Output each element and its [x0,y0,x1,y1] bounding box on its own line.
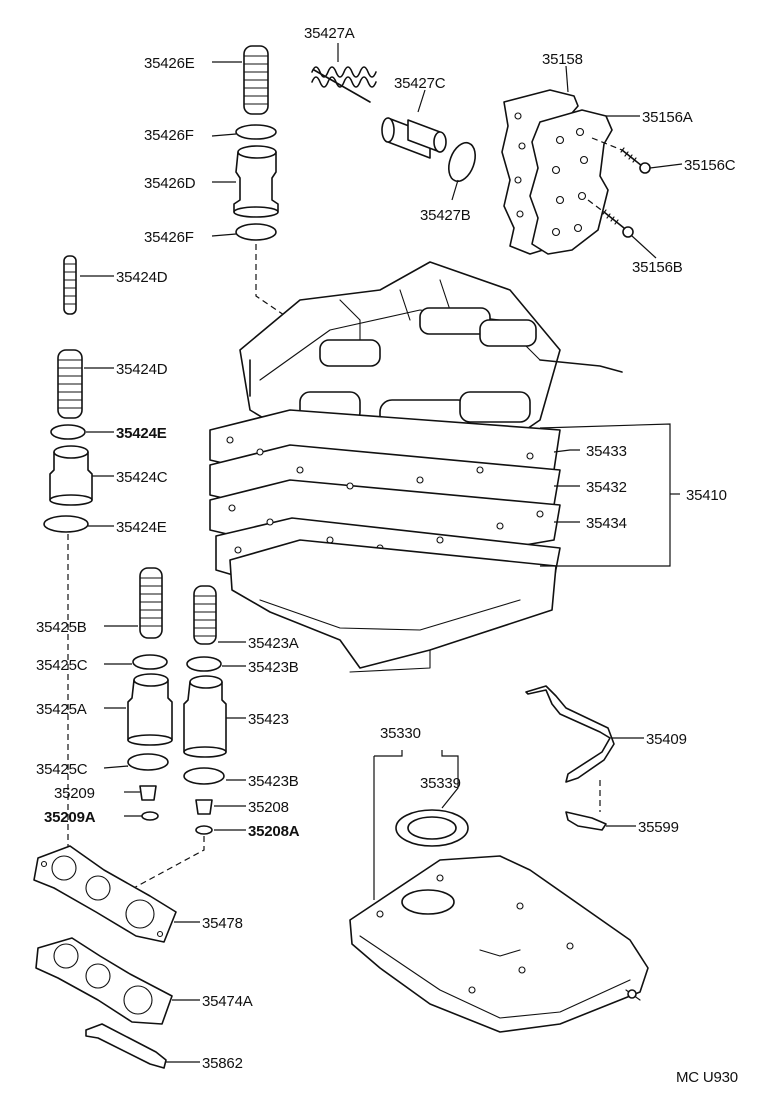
gasket-35478 [33,845,177,943]
o-ring-35427b [448,141,476,183]
clip-35599 [565,811,607,831]
label-35426d: 35426D [144,175,196,192]
o-ring-35426f-bottom [235,223,277,241]
label-35424e-bottom: 35424E [116,519,167,536]
label-35599: 35599 [638,819,679,836]
label-35425c-bottom: 35425C [36,761,88,778]
label-35423b-bottom: 35423B [248,773,299,790]
label-35427b: 35427B [420,207,471,224]
label-35423a: 35423A [248,635,299,652]
spring-35424d-top [63,255,77,315]
label-35158: 35158 [542,51,583,68]
label-35409: 35409 [646,731,687,748]
label-35208: 35208 [248,799,289,816]
label-35424d-top: 35424D [116,269,168,286]
label-35424d-mid: 35424D [116,361,168,378]
label-35426f-top: 35426F [144,127,194,144]
sleeve-35424c [49,445,93,506]
label-35425b: 35425B [36,619,87,636]
o-ring-35209a [141,811,159,821]
label-35423: 35423 [248,711,289,728]
spring-35425b [139,567,163,639]
label-35156a: 35156A [642,109,693,126]
label-35424e-top: 35424E [116,425,167,442]
label-35426e: 35426E [144,55,195,72]
spring-35424d-mid [57,349,83,419]
plug-35209 [139,785,157,801]
sleeve-35425a [127,673,173,746]
plug-35427c [381,117,447,159]
label-35423b-top: 35423B [248,659,299,676]
diagram-code: MC U930 [676,1069,738,1086]
o-ring-35423b-top [186,656,222,672]
sleeve-35423 [183,675,227,758]
oil-pan-35330 [349,855,649,1033]
o-ring-35425c-bottom [127,753,169,771]
label-35209a: 35209A [44,809,96,826]
label-35339: 35339 [420,775,461,792]
label-35156c: 35156C [684,157,736,174]
spring-35426e [243,45,269,115]
o-ring-35424e-bottom [43,515,89,533]
spring-35427a [311,66,377,103]
label-35208a: 35208A [248,823,300,840]
label-35209: 35209 [54,785,95,802]
label-35426f-bottom: 35426F [144,229,194,246]
gasket-35339 [395,809,469,847]
spring-35423a [193,585,217,645]
bolt-35156b [602,209,634,238]
label-35427a: 35427A [304,25,355,42]
plate-35474a [35,937,173,1025]
bolt-35156c [620,147,651,174]
label-35862: 35862 [202,1055,243,1072]
o-ring-35425c-top [132,654,168,670]
o-ring-35424e-top [50,424,86,440]
label-35434: 35434 [586,515,627,532]
label-35410: 35410 [686,487,727,504]
sleeve-35426d [233,145,279,218]
label-35425c-top: 35425C [36,657,88,674]
o-ring-35423b-bottom [183,767,225,785]
label-35424c: 35424C [116,469,168,486]
plate-35156a [529,109,613,255]
label-35425a: 35425A [36,701,87,718]
bracket-35862 [85,1023,167,1069]
o-ring-35208a [195,825,213,835]
label-35427c: 35427C [394,75,446,92]
plug-35208 [195,799,213,815]
bracket-35409 [525,685,615,783]
label-35330: 35330 [380,725,421,742]
label-35433: 35433 [586,443,627,460]
valve-body-assembly [209,261,623,673]
label-35478: 35478 [202,915,243,932]
label-35474a: 35474A [202,993,253,1010]
label-35432: 35432 [586,479,627,496]
o-ring-35426f-top [235,124,277,140]
label-35156b: 35156B [632,259,683,276]
